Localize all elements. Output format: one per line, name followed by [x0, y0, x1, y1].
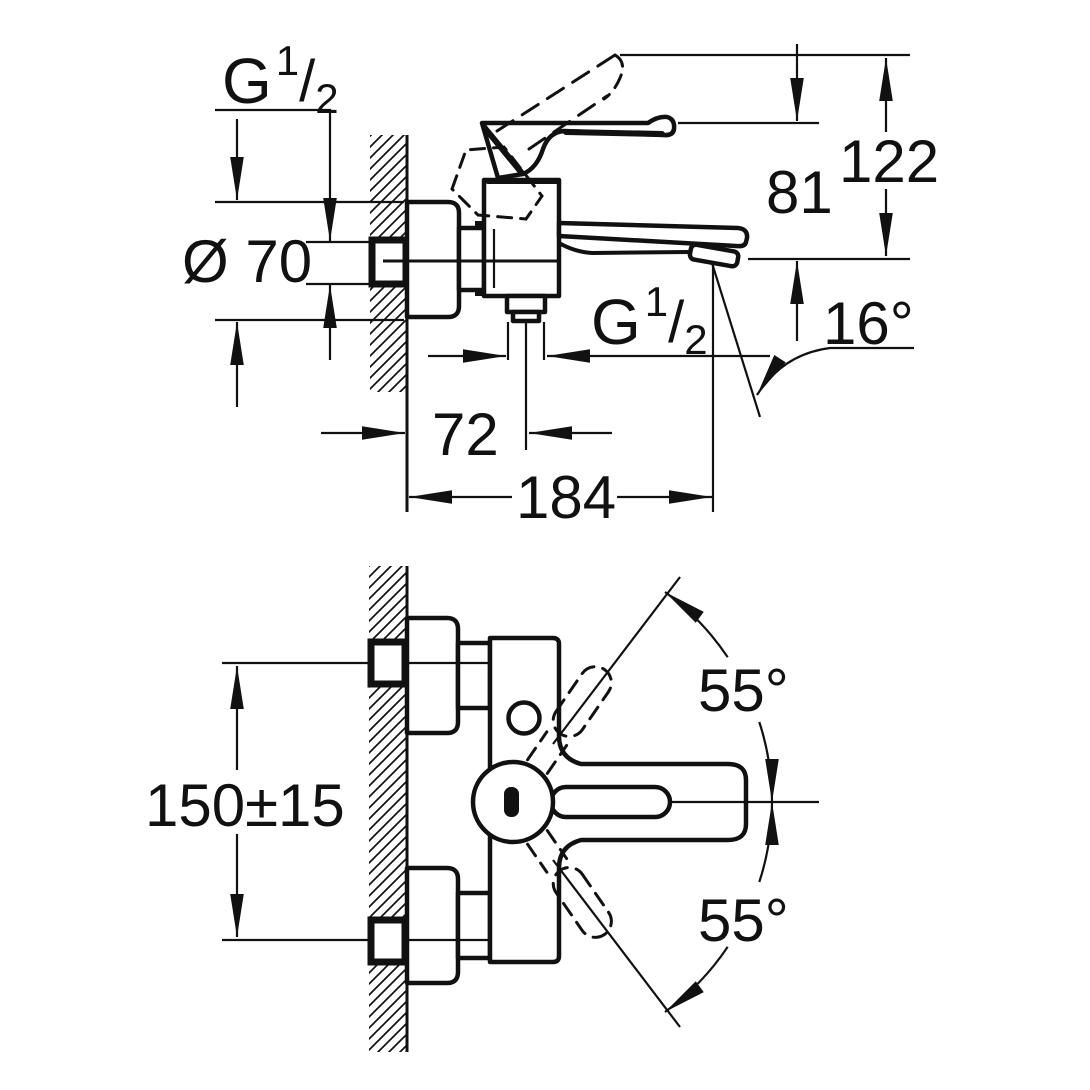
handle-to-outlet-label: 81	[766, 159, 833, 226]
spout-blade	[556, 220, 750, 249]
inlet-thread-label: G1/2	[222, 37, 339, 122]
spout-angle-label: 16°	[823, 290, 914, 357]
upper-union-square	[367, 638, 409, 688]
side-view: G1/2 Ø 70 122 81 16°	[182, 37, 939, 531]
handle-swing-upper-label: 55°	[698, 657, 789, 724]
top-view: 55° 55° 150±15	[145, 566, 819, 1052]
upper-union-neck	[455, 640, 493, 711]
handle-swing-lower-label: 55°	[698, 887, 789, 954]
dim-handle-to-outlet: 81	[678, 44, 833, 341]
cartridge-screw	[506, 700, 542, 736]
shower-outlet-stub	[504, 293, 548, 315]
dim-escutcheon-diameter: Ø 70	[182, 119, 312, 407]
union-neck	[456, 225, 487, 293]
outlet-thread-label: G1/2	[591, 278, 708, 363]
dim-outlet-thread: G1/2	[428, 278, 770, 363]
dim-inlet-thread: G1/2	[215, 37, 374, 360]
dim-spout-angle: 16°	[710, 262, 914, 512]
spout-reach-label: 184	[516, 464, 616, 531]
lever-inner-contour	[548, 784, 673, 820]
dim-wall-to-outlet: 72	[321, 321, 612, 468]
spout-underside	[557, 241, 690, 255]
dim-total-height: 122	[620, 53, 939, 261]
connection-spacing-label: 150±15	[145, 772, 345, 839]
lower-union-square	[367, 916, 409, 966]
dim-connection-spacing: 150±15	[145, 666, 345, 937]
lower-escutcheon	[404, 865, 461, 986]
total-height-label: 122	[839, 128, 939, 195]
shower-outlet-thread	[510, 309, 542, 324]
dim-spout-reach: 184	[409, 464, 712, 531]
upper-escutcheon	[404, 615, 461, 736]
escutcheon-diameter-label: Ø 70	[182, 228, 312, 295]
lever-handle	[479, 114, 677, 181]
lever-pin-mark	[504, 787, 519, 817]
wall-to-outlet-label: 72	[432, 401, 499, 468]
dim-handle-swing: 55° 55°	[664, 591, 789, 1013]
lower-union-neck	[455, 890, 493, 961]
lever-handle-raised-dashed	[450, 53, 625, 221]
mixer-body	[481, 177, 562, 299]
